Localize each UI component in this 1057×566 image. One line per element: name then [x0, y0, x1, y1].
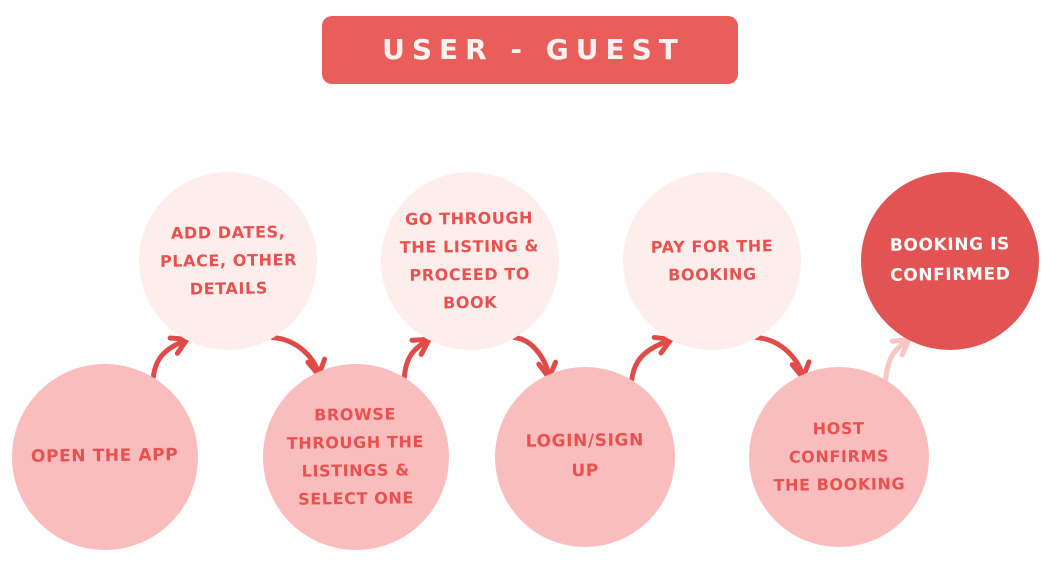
connector-arrow-add-dates-to-browse — [270, 335, 328, 378]
flow-node-label: PAY FOR THE BOOKING — [650, 236, 774, 285]
flow-node-login-sign-up[interactable]: LOGIN/SIGN UP — [495, 367, 675, 547]
flow-node-label: ADD DATES, PLACE, OTHER DETAILS — [159, 222, 297, 299]
flow-node-label: GO THROUGH THE LISTING & PROCEED TO BOOK — [400, 208, 540, 313]
flow-node-label: BROWSE THROUGH THE LISTINGS & SELECT ONE — [287, 404, 425, 509]
connector-arrow-browse-to-go-through — [401, 336, 432, 380]
flow-node-label: HOST CONFIRMS THE BOOKING — [773, 418, 906, 495]
connector-arrow-pay-to-host-confirms — [754, 335, 812, 381]
flow-node-add-dates-place-other-details[interactable]: ADD DATES, PLACE, OTHER DETAILS — [139, 172, 317, 350]
flow-node-pay-for-the-booking[interactable]: PAY FOR THE BOOKING — [623, 172, 801, 350]
connector-arrow-open-the-app-to-add-dates — [150, 335, 190, 380]
section-header-banner: USER - GUEST — [322, 16, 738, 84]
flow-node-go-through-the-listing-proceed-to-book[interactable]: GO THROUGH THE LISTING & PROCEED TO BOOK — [381, 172, 559, 350]
flow-node-label: BOOKING IS CONFIRMED — [889, 234, 1011, 286]
flow-node-browse-through-the-listings-select-one[interactable]: BROWSE THROUGH THE LISTINGS & SELECT ONE — [263, 364, 449, 550]
connector-arrow-host-confirms-to-booking-confirmed — [883, 336, 912, 383]
connector-arrow-login-to-pay — [629, 334, 674, 383]
section-header-label: USER - GUEST — [382, 33, 685, 66]
flow-node-label: OPEN THE APP — [31, 445, 179, 468]
flow-node-booking-is-confirmed[interactable]: BOOKING IS CONFIRMED — [861, 172, 1039, 350]
connector-arrow-go-through-to-login — [512, 335, 559, 381]
flow-node-label: LOGIN/SIGN UP — [525, 430, 645, 482]
flow-node-open-the-app[interactable]: OPEN THE APP — [12, 364, 198, 550]
flow-node-host-confirms-the-booking[interactable]: HOST CONFIRMS THE BOOKING — [749, 367, 929, 547]
